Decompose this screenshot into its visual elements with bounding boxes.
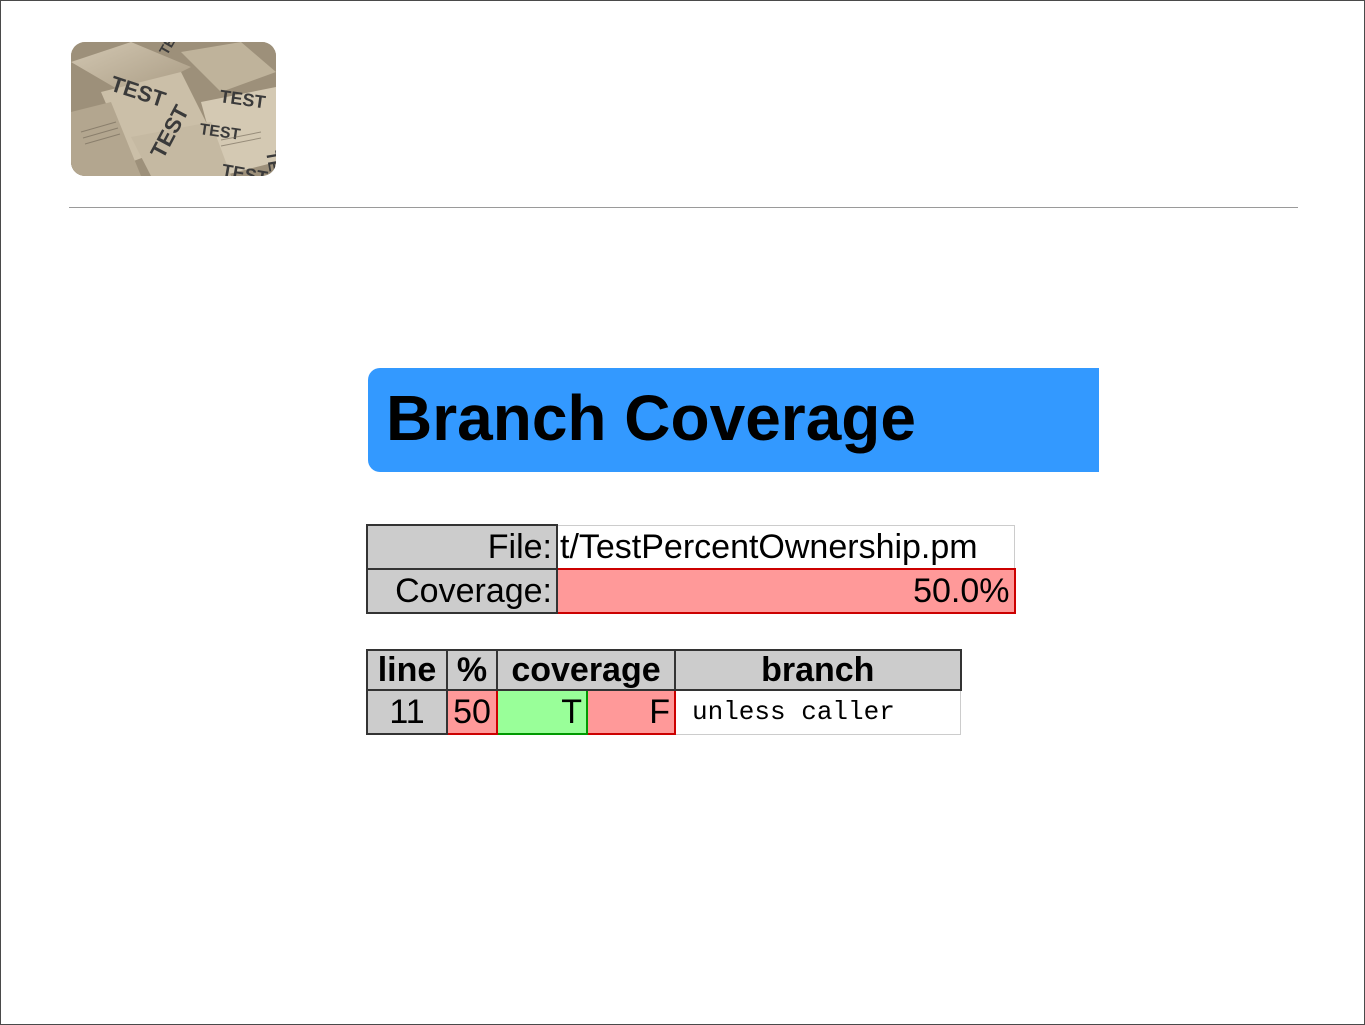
header-coverage: coverage <box>496 649 676 691</box>
page-title: Branch Coverage <box>386 382 916 454</box>
header-divider <box>69 207 1298 208</box>
coverage-label: Coverage: <box>366 568 558 614</box>
table-row: 11 50 T F unless caller <box>366 689 961 735</box>
coverage-value: 50.0% <box>556 568 1016 614</box>
header-branch: branch <box>674 649 962 691</box>
branch-table: line % coverage branch 11 50 T F unless … <box>366 649 962 735</box>
row-percent: 50 <box>446 689 498 735</box>
row-false-coverage: F <box>586 689 676 735</box>
header-line: line <box>366 649 448 691</box>
file-value: t/TestPercentOwnership.pm <box>556 524 1015 570</box>
summary-row-file: File: t/TestPercentOwnership.pm <box>366 524 1015 570</box>
row-branch-code: unless caller <box>674 689 961 735</box>
summary-table: File: t/TestPercentOwnership.pm Coverage… <box>366 524 1016 614</box>
test-boxes-icon: TEST TEST TEST TEST TEST TEST TEST <box>71 42 276 176</box>
heading-banner: Branch Coverage <box>368 368 1099 472</box>
header-percent: % <box>446 649 498 691</box>
row-true-coverage: T <box>496 689 588 735</box>
svg-text:TEST: TEST <box>262 150 276 176</box>
summary-row-coverage: Coverage: 50.0% <box>366 568 1016 614</box>
row-line-number: 11 <box>366 689 448 735</box>
test-boxes-logo: TEST TEST TEST TEST TEST TEST TEST <box>71 42 276 176</box>
file-label: File: <box>366 524 558 570</box>
branch-table-header: line % coverage branch <box>366 649 962 691</box>
